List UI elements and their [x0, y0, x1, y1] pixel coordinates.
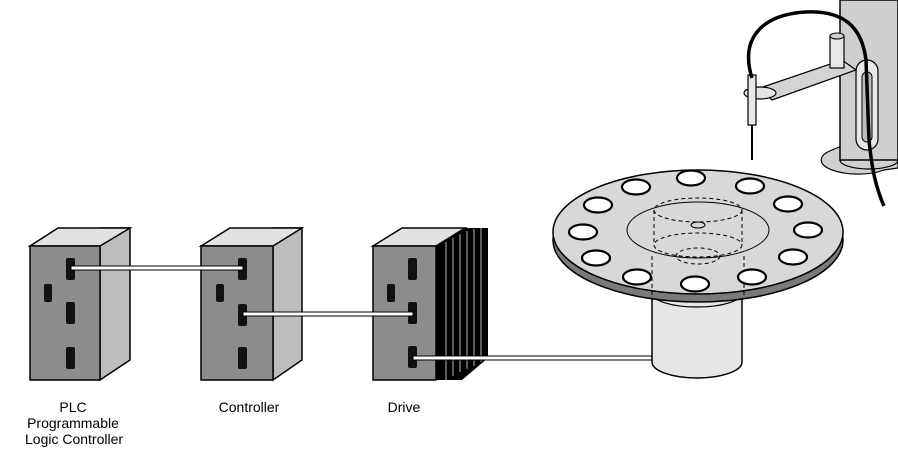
controller-port-4 — [238, 347, 247, 369]
sample-hole — [734, 177, 766, 195]
cable-controller-drive — [242, 311, 414, 317]
sample-hole — [580, 249, 612, 267]
drive-label: Drive — [387, 399, 421, 415]
plc-port-2 — [44, 284, 52, 302]
sample-hole — [675, 169, 707, 187]
sample-hole — [777, 248, 809, 266]
plc-port-4 — [66, 347, 75, 369]
cable-plc-controller — [70, 265, 244, 271]
controller-label: Controller — [218, 399, 280, 415]
plc-port-3 — [66, 302, 75, 324]
drive-port-2 — [387, 284, 395, 302]
sample-hole — [736, 268, 768, 286]
drive-port-1 — [408, 258, 417, 280]
sample-hole — [582, 196, 614, 214]
plc-label-line3: Logic Controller — [25, 431, 124, 447]
sample-holes — [567, 169, 824, 293]
robotic-probe-arm — [743, 0, 898, 207]
cable-drive-motor — [412, 355, 680, 361]
sample-turntable — [552, 169, 844, 303]
sample-hole — [679, 275, 711, 293]
controller-port-2 — [216, 284, 224, 302]
probe-tube — [746, 10, 886, 207]
sample-hole — [792, 221, 824, 239]
plc-label-line1: PLC — [59, 399, 87, 415]
sample-hole — [567, 223, 599, 241]
controller-box — [198, 227, 305, 382]
plc-label: PLC Programmable Logic Controller — [25, 399, 124, 447]
plc-box — [27, 227, 133, 382]
sample-hole — [620, 178, 652, 196]
heatsink-fins — [436, 228, 488, 380]
sample-hole — [772, 195, 804, 213]
plc-label-line2: Programmable — [27, 415, 119, 431]
sample-hole — [621, 268, 653, 286]
